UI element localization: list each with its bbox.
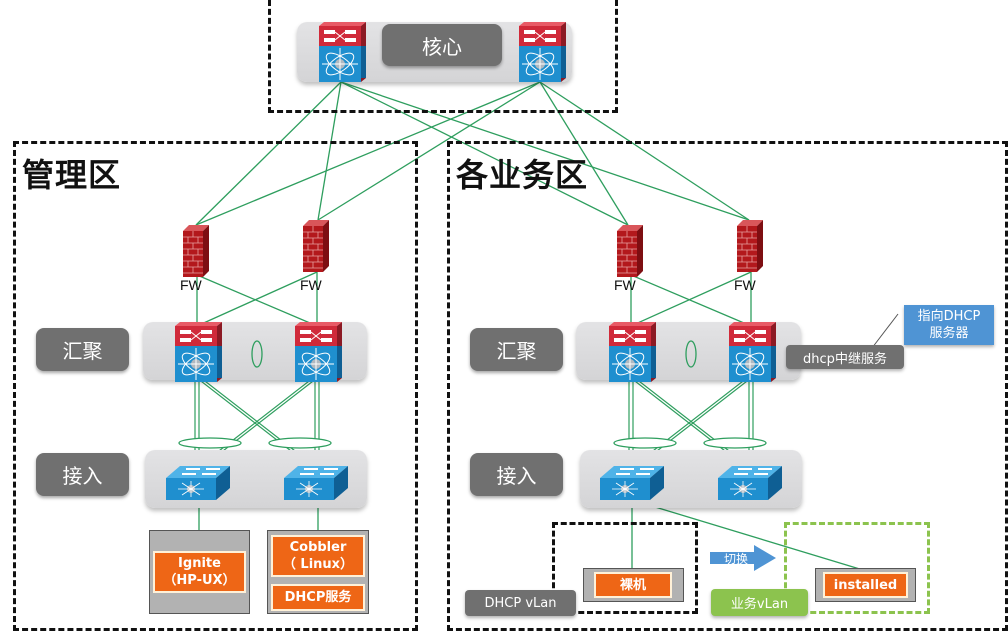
link-line: [539, 81, 629, 226]
management-aggregation-label: 汇聚: [36, 328, 129, 371]
business-access-switch-2-icon: [717, 465, 783, 501]
port-channel-icon: [251, 340, 263, 368]
link-line: [317, 81, 342, 221]
port-channel-icon: [613, 437, 677, 449]
switch-arrow-label: 切换: [724, 552, 749, 566]
link-line: [630, 274, 752, 327]
installed-label: installed: [823, 572, 908, 598]
bare-metal-label: 裸机: [594, 572, 672, 598]
management-agg-switch-2-icon: [294, 321, 343, 383]
link-line: [630, 271, 752, 327]
dhcp-service-label: DHCP服务: [271, 584, 365, 611]
business-vlan-label: 业务vLan: [711, 589, 808, 616]
business-aggregation-label: 汇聚: [470, 328, 563, 371]
core-switch-right-icon: [518, 21, 567, 83]
management-access-label: 接入: [36, 453, 129, 496]
dhcp-relay-label: dhcp中继服务: [786, 345, 904, 369]
business-fw-label-1: FW: [614, 277, 636, 293]
business-firewall-1-icon: [616, 224, 644, 278]
business-agg-switch-2-icon: [728, 321, 777, 383]
management-access-switch-1-icon: [165, 465, 231, 501]
cobbler-server-label: Cobbler （ Linux）: [271, 535, 365, 577]
dhcp-callout: 指向DHCP 服务器: [904, 305, 994, 345]
business-firewall-2-icon: [736, 219, 764, 273]
link-line: [340, 81, 750, 221]
management-zone-title: 管理区: [22, 156, 122, 194]
switch-arrow-icon: [710, 545, 776, 571]
link-line: [196, 274, 318, 327]
management-fw-label-2: FW: [300, 277, 322, 293]
core-switch-left-icon: [318, 21, 367, 83]
ignite-server-label: Ignite （HP-UX）: [153, 551, 246, 593]
link-line: [195, 81, 342, 226]
business-access-switch-1-icon: [599, 465, 665, 501]
core-label: 核心: [382, 24, 502, 66]
link-line: [317, 81, 541, 221]
management-zone: [13, 141, 418, 631]
port-channel-icon: [178, 437, 242, 449]
dhcp-vlan-zone: [552, 522, 698, 614]
management-firewall-1-icon: [182, 224, 210, 278]
link-line: [196, 271, 318, 327]
core-zone: [268, 0, 618, 113]
management-agg-switch-1-icon: [174, 321, 223, 383]
management-firewall-2-icon: [302, 219, 330, 273]
management-fw-label-1: FW: [180, 277, 202, 293]
link-line: [195, 81, 541, 226]
port-channel-icon: [268, 437, 332, 449]
link-line: [340, 81, 629, 226]
business-vlan-zone: [784, 522, 930, 614]
callout-leader: [871, 313, 899, 349]
dhcp-vlan-label: DHCP vLan: [465, 590, 576, 616]
business-agg-switch-1-icon: [608, 321, 657, 383]
management-access-switch-2-icon: [283, 465, 349, 501]
business-access-label: 接入: [470, 453, 563, 496]
business-zone: [447, 141, 1008, 631]
port-channel-icon: [685, 340, 697, 368]
port-channel-icon: [703, 437, 767, 449]
business-fw-label-2: FW: [734, 277, 756, 293]
business-zone-title: 各业务区: [456, 156, 589, 194]
link-line: [539, 81, 750, 221]
